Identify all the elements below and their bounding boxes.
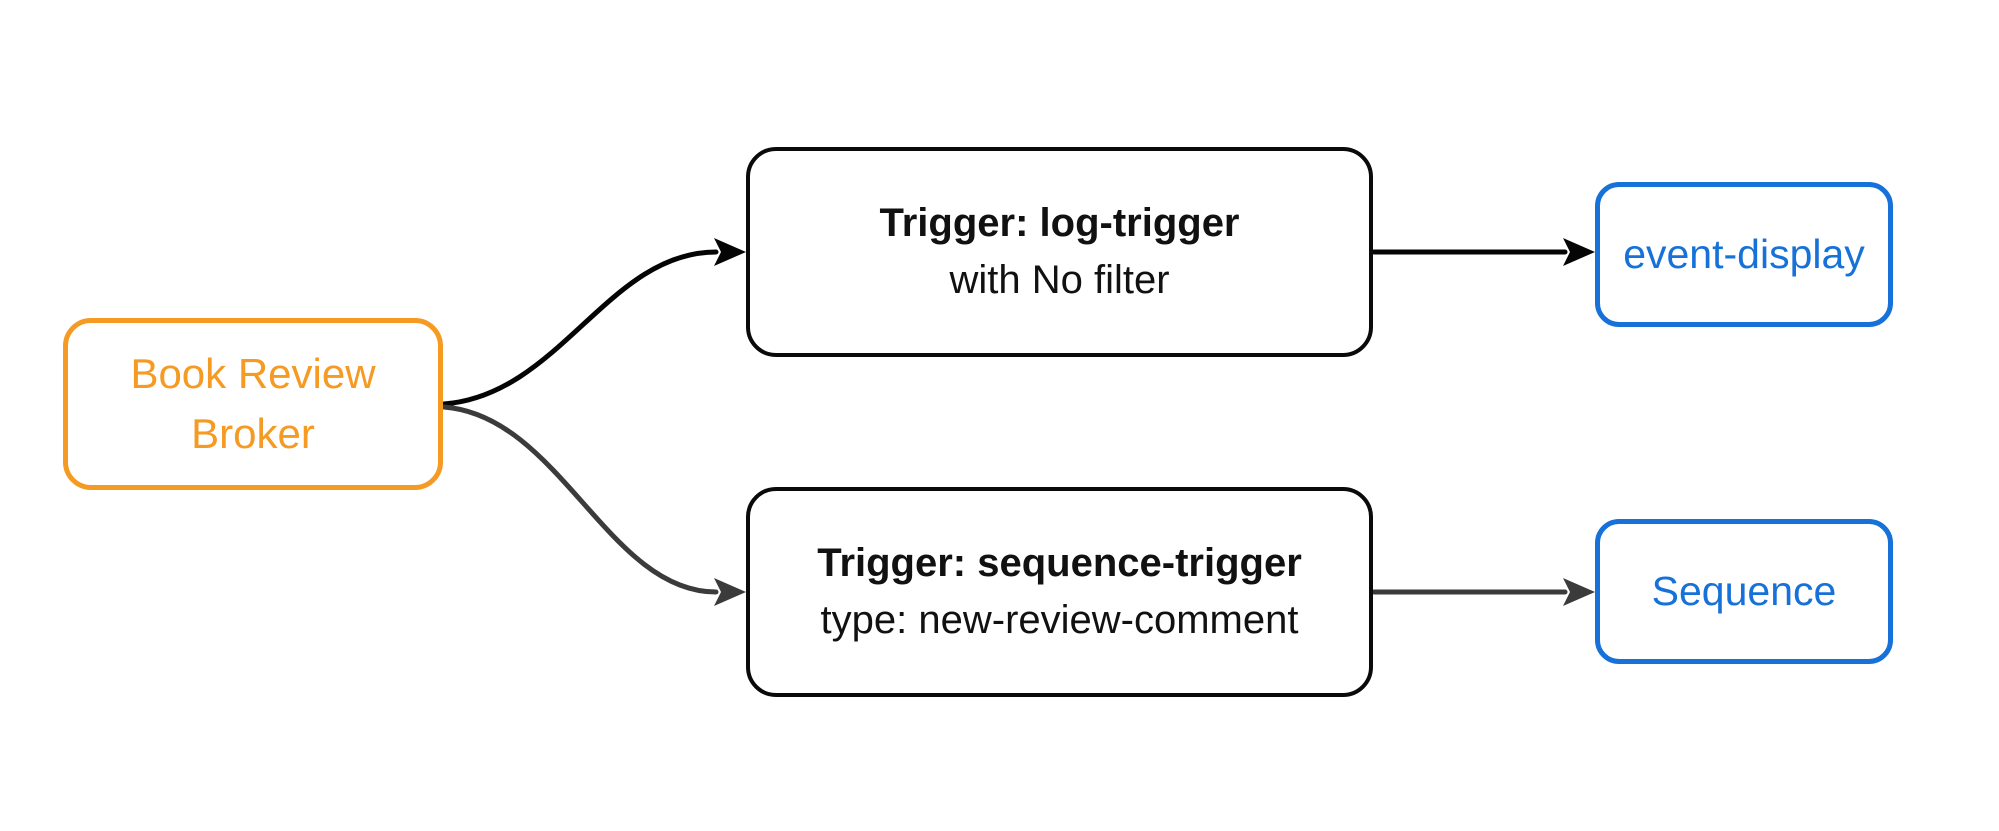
trigger-subtitle: with No filter	[949, 258, 1170, 302]
trigger-title: Trigger: log-trigger	[879, 201, 1240, 245]
sink-label: event-display	[1623, 231, 1865, 277]
sink-node-sequence: Sequence	[1595, 519, 1893, 664]
sink-label: Sequence	[1651, 568, 1837, 614]
sink-node-event-display: event-display	[1595, 182, 1893, 327]
edge-broker-to-sequence-trigger	[441, 404, 746, 606]
trigger-node-sequence-trigger: Trigger: sequence-trigger type: new-revi…	[746, 487, 1373, 697]
broker-label: Book Review Broker	[130, 350, 376, 457]
broker-node: Book Review Broker	[63, 318, 443, 490]
trigger-subtitle: type: new-review-comment	[820, 598, 1299, 642]
trigger-node-log-trigger: Trigger: log-trigger with No filter	[746, 147, 1373, 357]
trigger-title: Trigger: sequence-trigger	[817, 541, 1302, 585]
edge-broker-to-log-trigger	[441, 238, 746, 407]
